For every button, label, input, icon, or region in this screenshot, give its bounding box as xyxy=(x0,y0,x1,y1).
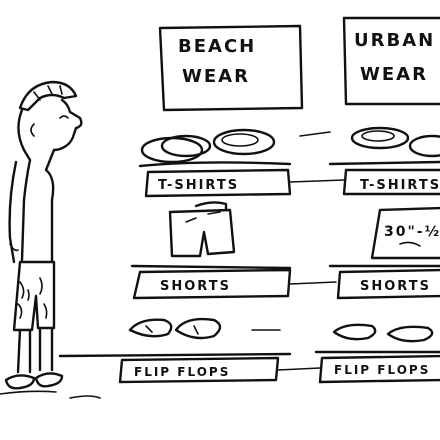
shorts-waist-tag: 30"-½ xyxy=(384,224,440,240)
urban-sign-line1: URBAN xyxy=(354,30,435,51)
beach-sign-line2: WEAR xyxy=(182,66,250,87)
flipflops-label-left: FLIP FLOPS xyxy=(134,365,230,379)
urban-sign-line2: WEAR xyxy=(360,64,428,85)
shorts-label-left: SHORTS xyxy=(160,279,231,294)
urban-wear-sign: URBAN WEAR xyxy=(342,16,440,106)
beach-sign-line1: BEACH xyxy=(178,36,256,57)
beach-wear-sign: BEACH WEAR xyxy=(158,24,304,112)
man-figure xyxy=(0,80,101,399)
tshirts-label-right: T-SHIRTS xyxy=(360,178,440,193)
shorts-row: 30"-½ SHORTS SHORTS xyxy=(130,201,440,300)
flipflop-row: FLIP FLOPS FLIP FLOPS xyxy=(58,317,440,384)
tshirt-row: T-SHIRTS T-SHIRTS xyxy=(138,126,440,198)
shorts-label-right: SHORTS xyxy=(360,279,431,294)
tshirts-label-left: T-SHIRTS xyxy=(158,178,239,193)
flipflops-label-right: FLIP FLOPS xyxy=(334,363,430,377)
